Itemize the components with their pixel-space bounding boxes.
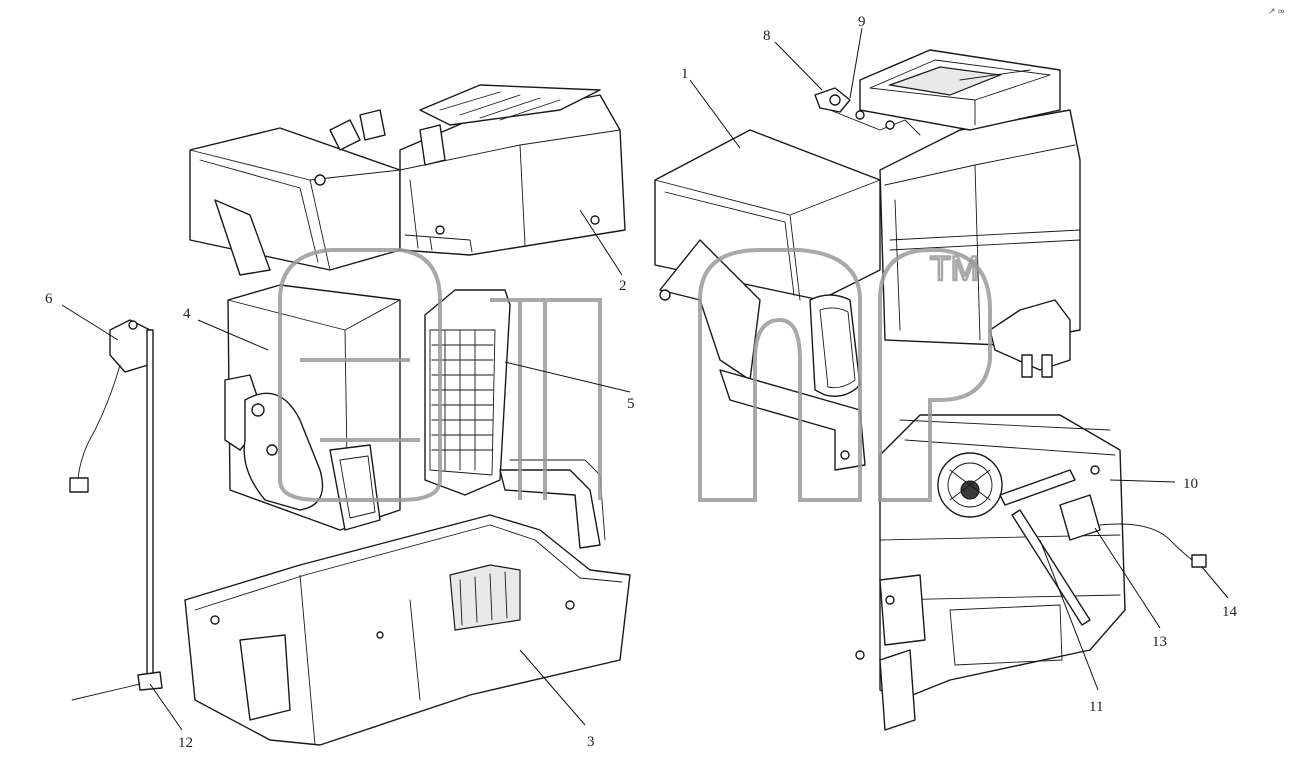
callout-9: 9 <box>858 14 866 30</box>
evaporator-housing <box>224 284 401 531</box>
leader-12 <box>149 683 183 731</box>
leader-11 <box>1039 539 1099 691</box>
leader-5 <box>504 361 631 393</box>
leader-4 <box>197 319 269 351</box>
leader-1 <box>689 79 741 149</box>
callout-8: 8 <box>763 28 771 44</box>
callout-3: 3 <box>587 734 595 750</box>
corner-mark: ↗ ∞ <box>1268 6 1284 16</box>
leader-2 <box>579 209 623 276</box>
leader-9 <box>849 27 863 99</box>
heater-core <box>424 289 606 549</box>
leader-10 <box>1109 479 1176 483</box>
callout-1: 1 <box>681 66 689 82</box>
leader-3 <box>519 649 586 726</box>
callout-12: 12 <box>178 735 193 751</box>
sensor-wire <box>69 319 151 493</box>
callout-11: 11 <box>1089 699 1103 715</box>
upper-right-assembly <box>654 49 1081 471</box>
callout-13: 13 <box>1152 634 1167 650</box>
callout-5: 5 <box>627 396 635 412</box>
callout-2: 2 <box>619 278 627 294</box>
leader-14 <box>1201 566 1229 599</box>
leader-8 <box>774 41 823 91</box>
callout-10: 10 <box>1183 476 1198 492</box>
leader-lines <box>61 27 1229 731</box>
callout-labels: 1 2 3 4 5 6 8 9 10 11 12 13 14 <box>45 14 1238 751</box>
leader-6 <box>61 304 119 341</box>
blower-assembly <box>855 414 1207 731</box>
upper-left-housing <box>189 84 626 276</box>
watermark-trademark: TM <box>930 250 979 288</box>
callout-6: 6 <box>45 291 53 307</box>
callout-4: 4 <box>183 306 191 322</box>
callout-14: 14 <box>1222 604 1238 620</box>
drain-rod <box>71 329 163 701</box>
lower-housing-tray <box>184 514 631 746</box>
watermark: TM <box>278 248 992 502</box>
leader-13 <box>1094 527 1161 629</box>
